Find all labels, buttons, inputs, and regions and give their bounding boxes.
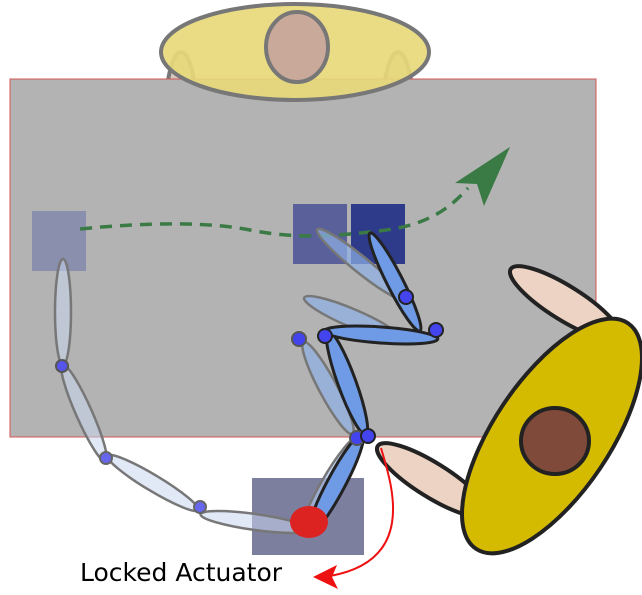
annotation-arrow-line (329, 447, 394, 577)
ghost-arm-link-3 (106, 453, 200, 513)
right-person-head (519, 406, 591, 476)
mid-joint-1 (291, 331, 307, 347)
annotation-arrowhead (313, 565, 338, 589)
ghost-arm-link-1 (53, 257, 73, 367)
locked-actuator-label: Locked Actuator (80, 558, 283, 587)
active-joint-4 (398, 289, 414, 305)
active-joint-1 (360, 428, 376, 444)
active-joint-2 (317, 328, 333, 344)
ghost-joint-1 (55, 359, 69, 373)
planned-path-line (79, 186, 470, 238)
locked-actuator-joint (290, 506, 328, 538)
ghost-joint-3 (193, 500, 207, 514)
planned-path-arrowhead (455, 147, 510, 206)
ghost-joint-2 (99, 451, 113, 465)
active-arm-link-4 (367, 231, 423, 333)
top-person-head (264, 10, 330, 84)
start-block (32, 211, 86, 271)
active-joint-3 (428, 322, 444, 338)
